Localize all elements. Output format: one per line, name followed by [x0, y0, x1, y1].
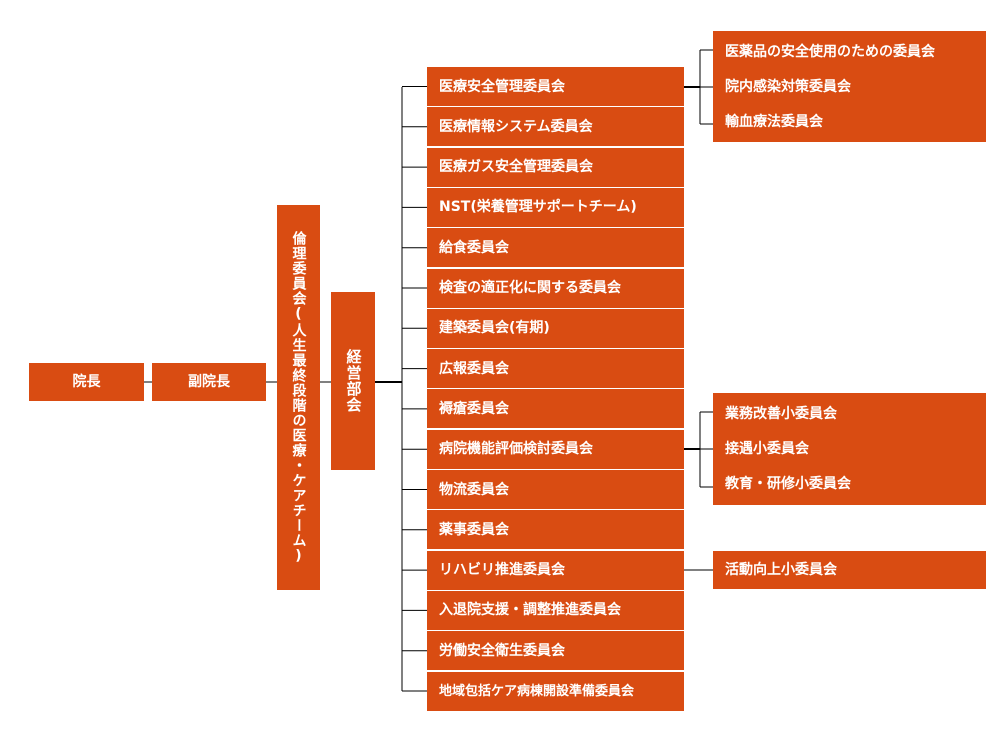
committee-item: 検査の適正化に関する委員会 — [427, 268, 684, 308]
committee-item: 入退院支援・調整推進委員会 — [427, 590, 684, 630]
committee-item: 広報委員会 — [427, 349, 684, 389]
committee-item: リハビリ推進委員会 — [427, 550, 684, 590]
committee-item: NST(栄養管理サポートチーム) — [427, 187, 684, 227]
committee-item: 建築委員会(有期) — [427, 308, 684, 348]
committee-item: 労働安全衛生委員会 — [427, 631, 684, 671]
director-box: 院長 — [29, 363, 144, 401]
sub-committee-item: 医薬品の安全使用のための委員会 — [725, 43, 935, 60]
sub-committee-item: 業務改善小委員会 — [725, 405, 837, 422]
committee-item: 褥瘡委員会 — [427, 389, 684, 429]
committee-item: 地域包括ケア病棟開設準備委員会 — [427, 671, 684, 711]
management-box: 経営部会 — [331, 292, 375, 470]
sub-committee-item: 教育・研修小委員会 — [725, 476, 851, 493]
sub-committee-item: 活動向上小委員会 — [725, 562, 837, 578]
ethics-committee-box: 倫理委員会(人生最終段階の医療・ケアチーム) — [277, 205, 320, 590]
sub-committee-item: 輸血療法委員会 — [725, 113, 823, 130]
committee-item: 薬事委員会 — [427, 510, 684, 550]
committee-item: 物流委員会 — [427, 470, 684, 509]
committee-item: 給食委員会 — [427, 228, 684, 268]
committee-item: 医療安全管理委員会 — [427, 67, 684, 106]
committee-list: 医療安全管理委員会 医療情報システム委員会 医療ガス安全管理委員会 NST(栄養… — [427, 67, 684, 711]
sub-rehab-box: 活動向上小委員会 — [713, 551, 986, 589]
sub-evaluation-group: 業務改善小委員会 接遇小委員会 教育・研修小委員会 — [713, 393, 986, 505]
sub-committee-item: 院内感染対策委員会 — [725, 78, 851, 95]
vice-director-box: 副院長 — [152, 363, 266, 401]
committee-item: 医療ガス安全管理委員会 — [427, 147, 684, 187]
sub-safety-group: 医薬品の安全使用のための委員会 院内感染対策委員会 輸血療法委員会 — [713, 31, 986, 142]
sub-committee-item: 接遇小委員会 — [725, 440, 809, 457]
committee-item: 病院機能評価検討委員会 — [427, 429, 684, 469]
committee-item: 医療情報システム委員会 — [427, 107, 684, 147]
